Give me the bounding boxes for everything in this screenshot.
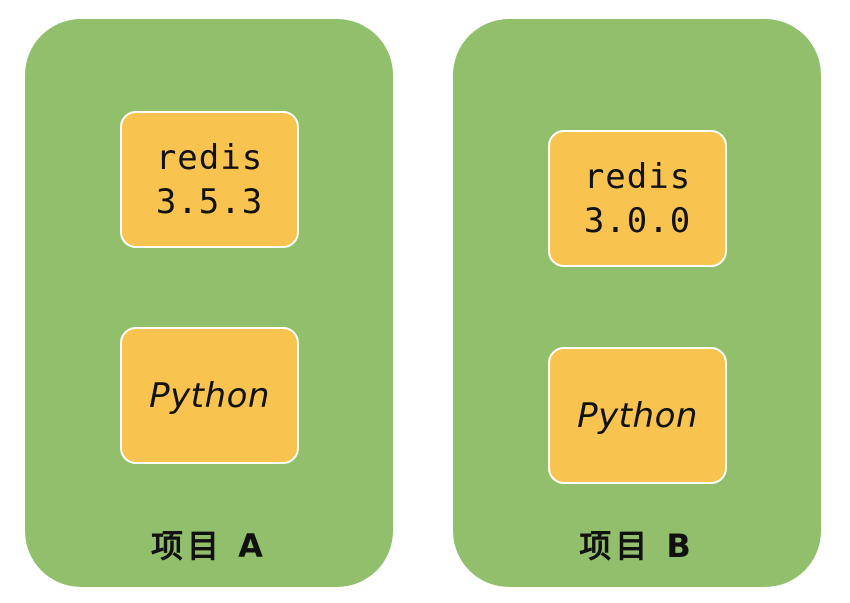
- project-b-container: redis 3.0.0 Python 项目 B: [453, 19, 821, 587]
- project-b-redis-box: redis 3.0.0: [548, 130, 727, 267]
- project-a-redis-box: redis 3.5.3: [120, 111, 299, 248]
- project-b-label: 项目 B: [579, 527, 695, 565]
- project-a-library-name: redis: [155, 137, 264, 178]
- project-a-label: 项目 A: [151, 527, 267, 565]
- project-a-language-name: Python: [149, 375, 270, 416]
- project-b-python-box: Python: [548, 347, 727, 484]
- project-b-library-version: 3.0.0: [583, 200, 692, 241]
- project-a-python-box: Python: [120, 327, 299, 464]
- project-b-language-name: Python: [577, 395, 698, 436]
- project-b-library-name: redis: [583, 156, 692, 197]
- project-a-container: redis 3.5.3 Python 项目 A: [25, 19, 393, 587]
- project-a-library-version: 3.5.3: [155, 181, 264, 222]
